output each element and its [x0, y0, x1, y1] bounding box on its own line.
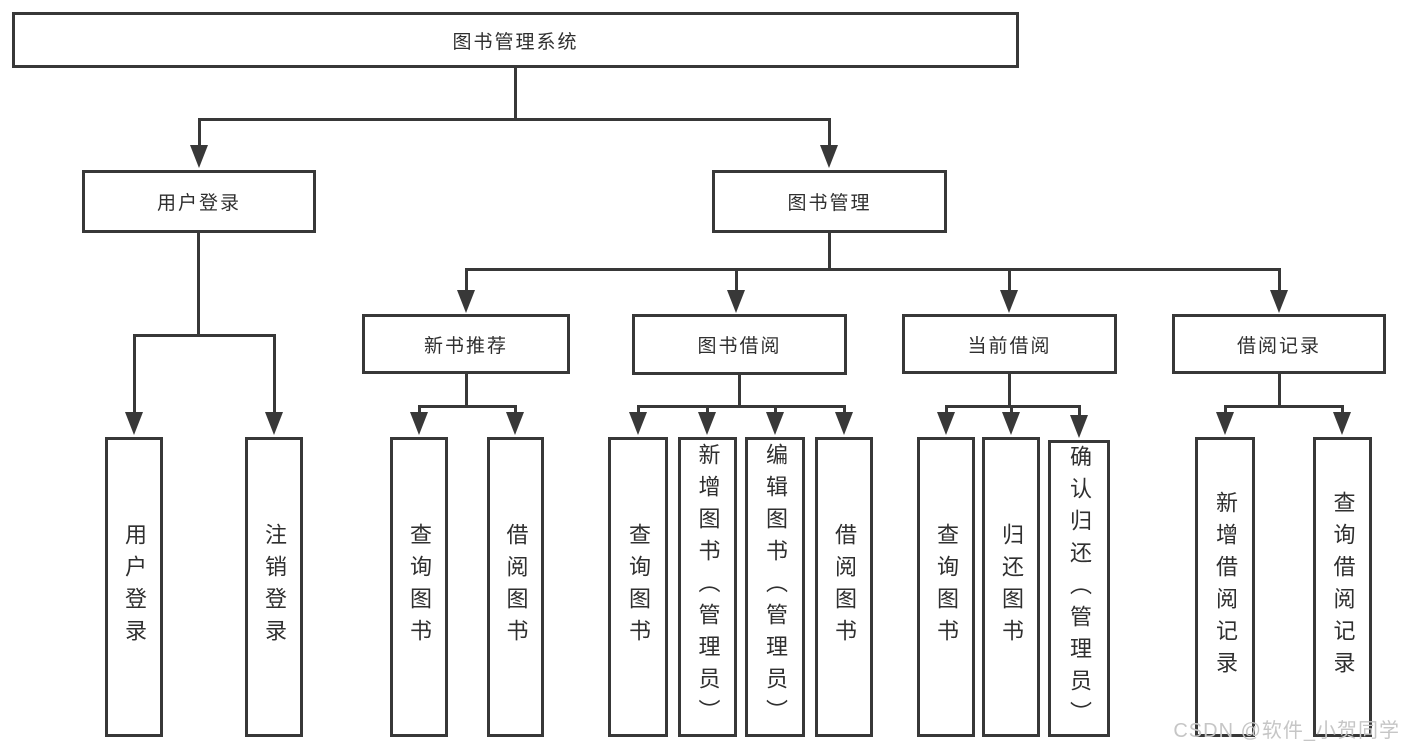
leaf-user-login: 用户登录	[105, 437, 163, 737]
leaf-records-add-borrow-record: 新增借阅记录	[1195, 437, 1255, 737]
node-label: 图书管理系统	[452, 31, 579, 53]
connector-new-book-rail	[418, 405, 517, 408]
connector-drop	[774, 407, 777, 416]
node-root-library-system: 图书管理系统	[12, 12, 1019, 68]
csdn-watermark: CSDN @软件_小贺同学	[1173, 720, 1400, 742]
connector-drop-book-borrowing	[735, 270, 738, 295]
node-label: 查询借阅记录	[1330, 491, 1356, 683]
arrow-down-icon	[1333, 412, 1351, 435]
connector-user-login-stem	[197, 232, 200, 336]
arrow-down-icon	[1002, 412, 1020, 435]
node-label: 归还图书	[999, 523, 1024, 651]
connector-root-rail	[198, 118, 831, 121]
leaf-logout: 注销登录	[245, 437, 303, 737]
connector-book-borrowing-stem	[738, 374, 741, 407]
arrow-down-icon	[820, 145, 838, 168]
node-label: 确认归还（管理员）	[1067, 444, 1092, 733]
node-label: 借阅图书	[503, 523, 529, 651]
node-label: 编辑图书（管理员）	[763, 443, 788, 731]
node-borrowing-records: 借阅记录	[1172, 314, 1386, 374]
connector-new-book-stem	[465, 373, 468, 407]
connector-drop	[1078, 407, 1081, 419]
arrow-down-icon	[727, 290, 745, 313]
arrow-down-icon	[766, 412, 784, 435]
arrow-down-icon	[1216, 412, 1234, 435]
node-label: 查询图书	[934, 523, 959, 651]
node-label: 用户登录	[156, 193, 241, 214]
connector-borrowing-records-rail	[1224, 405, 1344, 408]
arrow-down-icon	[629, 412, 647, 435]
arrow-down-icon	[698, 412, 716, 435]
connector-drop-current-borrowing	[1008, 270, 1011, 295]
connector-drop-leaf-user-login	[133, 336, 136, 418]
arrow-down-icon	[457, 290, 475, 313]
node-new-book-recommendation: 新书推荐	[362, 314, 570, 374]
connector-drop	[637, 407, 640, 416]
node-label: 查询图书	[626, 523, 651, 651]
arrow-down-icon	[410, 412, 428, 435]
leaf-new-book-borrow-books: 借阅图书	[487, 437, 544, 737]
node-label: 用户登录	[122, 523, 147, 651]
arrow-down-icon	[125, 412, 143, 435]
node-label: 图书借阅	[697, 336, 782, 357]
connector-root-stem	[514, 67, 517, 120]
connector-drop	[1010, 407, 1013, 416]
leaf-borrowing-add-books-admin: 新增图书（管理员）	[678, 437, 737, 737]
arrow-down-icon	[506, 412, 524, 435]
leaf-borrowing-query-books: 查询图书	[608, 437, 668, 737]
node-label: 新书推荐	[423, 335, 508, 357]
arrow-down-icon	[190, 145, 208, 168]
connector-drop	[706, 407, 709, 416]
connector-borrowing-records-stem	[1278, 373, 1281, 407]
connector-current-borrowing-stem	[1008, 373, 1011, 407]
node-label: 查询图书	[407, 523, 432, 651]
connector-drop	[945, 407, 948, 416]
node-label: 新增图书（管理员）	[695, 443, 721, 731]
connector-drop-book-management	[828, 120, 831, 150]
connector-book-borrowing-rail	[637, 405, 846, 408]
node-label: 借阅图书	[832, 523, 857, 651]
node-book-borrowing: 图书借阅	[632, 314, 847, 375]
connector-drop-user-login	[198, 120, 201, 150]
node-user-login: 用户登录	[82, 170, 316, 233]
connector-drop	[1341, 407, 1344, 416]
connector-drop-leaf-logout	[273, 336, 276, 418]
connector-drop	[514, 407, 517, 416]
leaf-current-query-books: 查询图书	[917, 437, 975, 737]
node-label: 借阅记录	[1236, 335, 1321, 357]
arrow-down-icon	[265, 412, 283, 435]
leaf-borrowing-edit-books-admin: 编辑图书（管理员）	[745, 437, 805, 737]
connector-drop	[1224, 407, 1227, 416]
connector-current-borrowing-rail	[945, 405, 1081, 408]
connector-drop	[418, 407, 421, 416]
node-book-management: 图书管理	[712, 170, 947, 233]
arrow-down-icon	[835, 412, 853, 435]
arrow-down-icon	[1070, 415, 1088, 438]
leaf-records-query-borrow-record: 查询借阅记录	[1313, 437, 1372, 737]
node-label: 新增借阅记录	[1213, 491, 1238, 683]
connector-drop	[843, 407, 846, 416]
node-current-borrowing: 当前借阅	[902, 314, 1117, 374]
leaf-new-book-query-books: 查询图书	[390, 437, 448, 737]
connector-user-login-rail	[133, 334, 276, 337]
arrow-down-icon	[937, 412, 955, 435]
arrow-down-icon	[1270, 290, 1288, 313]
connector-book-management-stem	[828, 232, 831, 270]
node-label: 注销登录	[262, 523, 287, 651]
node-label: 图书管理	[787, 193, 872, 214]
connector-book-management-rail	[465, 268, 1281, 271]
arrow-down-icon	[1000, 290, 1018, 313]
node-label: 当前借阅	[967, 335, 1052, 357]
connector-drop-borrowing-records	[1278, 270, 1281, 295]
leaf-borrowing-borrow-books: 借阅图书	[815, 437, 873, 737]
connector-drop-new-book	[465, 270, 468, 295]
leaf-current-return-books: 归还图书	[982, 437, 1040, 737]
leaf-current-confirm-return-admin: 确认归还（管理员）	[1048, 440, 1110, 737]
